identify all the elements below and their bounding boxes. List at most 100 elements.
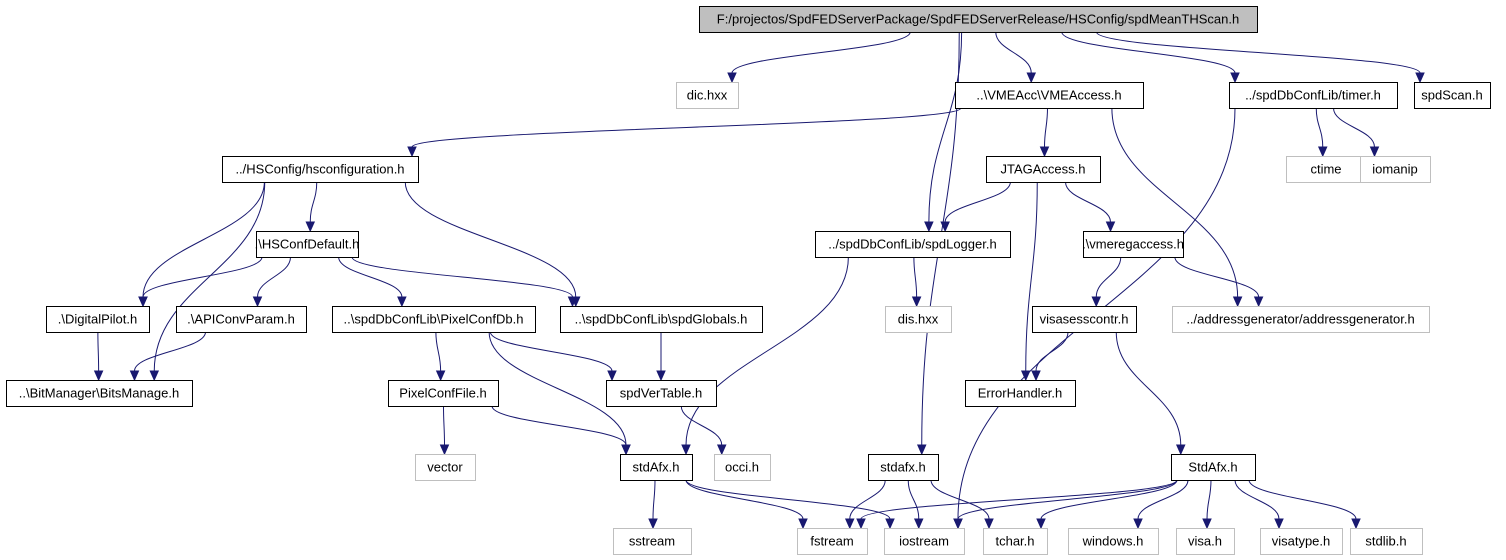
edge-arrowhead	[129, 370, 140, 382]
node-box	[983, 528, 1048, 555]
edge-arrowhead	[911, 296, 922, 308]
node-hsconfiguration-h[interactable]: ../HSConfig/hsconfiguration.h	[222, 156, 419, 183]
node-iomanip[interactable]: iomanip	[1360, 156, 1431, 183]
node-spdscan-h[interactable]: spdScan.h	[1414, 82, 1491, 109]
node-label: stdlib.h	[1365, 534, 1406, 549]
node-label: tchar.h	[995, 534, 1034, 549]
node-box	[1032, 306, 1137, 333]
edge-arrowhead	[844, 518, 855, 530]
edge-n27-n35	[1248, 479, 1357, 520]
edge-n0-n1	[731, 31, 911, 74]
edge-n5-n12	[142, 181, 265, 298]
node-sstream[interactable]: sstream	[613, 528, 692, 555]
edge-arrowhead	[621, 444, 631, 456]
node-vmeregaccess-h[interactable]: .\vmeregaccess.h	[1082, 231, 1184, 258]
node-jtagaccess-h[interactable]: JTAGAccess.h	[986, 156, 1101, 183]
node-vector[interactable]: vector	[415, 454, 476, 481]
node-box	[1171, 454, 1256, 481]
node-label: .\DigitalPilot.h	[58, 312, 137, 327]
node-label: ErrorHandler.h	[978, 386, 1063, 401]
node-fstream[interactable]: fstream	[797, 528, 868, 555]
node-occi-h[interactable]: occi.h	[714, 454, 771, 481]
node-stdafx-h[interactable]: StdAfx.h	[1171, 454, 1256, 481]
node-label: sstream	[629, 534, 675, 549]
node-spdvertable-h[interactable]: spdVerTable.h	[606, 380, 717, 407]
edge-arrowhead	[1175, 444, 1186, 456]
node-stdafx-h[interactable]: stdAfx.h	[620, 454, 693, 481]
edge-arrowhead	[1133, 518, 1143, 530]
node-dis-hxx[interactable]: dis.hxx	[885, 306, 952, 333]
edge-n6-n22	[1025, 181, 1038, 372]
node-apiconvparam-h[interactable]: .\APIConvParam.h	[176, 306, 307, 333]
node-stdlib-h[interactable]: stdlib.h	[1350, 528, 1423, 555]
node-box	[1350, 528, 1423, 555]
node-ctime[interactable]: ctime	[1286, 156, 1367, 183]
node-box	[714, 454, 771, 481]
edge-layer	[93, 31, 1425, 530]
edge-arrowhead	[940, 221, 950, 233]
node-visa-h[interactable]: visa.h	[1176, 528, 1235, 555]
node-visasesscontr-h[interactable]: visasesscontr.h	[1032, 306, 1137, 333]
node-label: PixelConfFile.h	[399, 386, 486, 401]
node-box	[797, 528, 868, 555]
edge-arrowhead	[1230, 72, 1240, 84]
node-tchar-h[interactable]: tchar.h	[983, 528, 1048, 555]
edge-n0-n2	[995, 31, 1032, 74]
node-spdglobals-h[interactable]: ..\spdDbConfLib\spdGlobals.h	[560, 306, 763, 333]
node-label: ..\spdDbConfLib\PixelConfDb.h	[344, 312, 524, 327]
edge-arrowhead	[1039, 146, 1050, 158]
edge-n6-n11	[1065, 181, 1111, 223]
node-box	[1068, 528, 1159, 555]
node-dic-hxx[interactable]: dic.hxx	[676, 82, 739, 109]
node-label: ..\BitManager\BitsManage.h	[19, 386, 179, 401]
edge-arrowhead	[1317, 146, 1328, 158]
node-windows-h[interactable]: windows.h	[1068, 528, 1159, 555]
edge-n20-n24	[491, 405, 627, 446]
edge-n17-n27	[1115, 331, 1182, 446]
node-label: windows.h	[1082, 534, 1144, 549]
node-box	[676, 82, 739, 109]
edge-n13-n19	[134, 331, 206, 372]
node-label: visatype.h	[1272, 534, 1331, 549]
node-box	[1176, 528, 1235, 555]
node-errorhandler-h[interactable]: ErrorHandler.h	[965, 380, 1076, 407]
edge-arrowhead	[149, 370, 160, 382]
node-pixelconffile-h[interactable]: PixelConfFile.h	[388, 380, 499, 407]
node-addressgenerator-h[interactable]: ../addressgenerator/addressgenerator.h	[1172, 306, 1430, 333]
node-box	[613, 528, 692, 555]
edge-n9-n15	[351, 256, 573, 298]
node-timer-h[interactable]: ../spdDbConfLib/timer.h	[1229, 82, 1398, 109]
edge-n27-n29	[860, 479, 1178, 520]
node-box	[560, 306, 763, 333]
node-box	[1414, 82, 1491, 109]
edge-n27-n30	[957, 479, 1178, 520]
edge-n24-n28	[652, 479, 656, 520]
node-hsconfdefault-h[interactable]: .\HSConfDefault.h	[255, 231, 360, 258]
edge-n0-n4	[1096, 31, 1421, 74]
node-label: visa.h	[1188, 534, 1222, 549]
edge-arrowhead	[305, 221, 316, 233]
node-label: spdVerTable.h	[620, 386, 702, 401]
edge-arrowhead	[1415, 72, 1425, 84]
node-box	[699, 6, 1258, 33]
edge-arrowhead	[681, 444, 691, 456]
node-stdafx-h[interactable]: stdafx.h	[868, 454, 939, 481]
node-box	[332, 306, 536, 333]
node-label: dis.hxx	[898, 312, 939, 327]
edge-n2-n6	[1044, 107, 1048, 148]
edge-arrowhead	[798, 518, 808, 530]
node-spdlogger-h[interactable]: ../spdDbConfLib/spdLogger.h	[815, 231, 1011, 258]
node-iostream[interactable]: iostream	[884, 528, 965, 555]
edge-n27-n31	[1040, 479, 1178, 520]
node-spdmeanthscan-h[interactable]: F:/projectos/SpdFEDServerPackage/SpdFEDS…	[699, 6, 1258, 33]
node-pixelconfdb-h[interactable]: ..\spdDbConfLib\PixelConfDb.h	[332, 306, 536, 333]
node-digitalpilot-h[interactable]: .\DigitalPilot.h	[46, 306, 150, 333]
node-visatype-h[interactable]: visatype.h	[1260, 528, 1343, 555]
node-box	[1260, 528, 1343, 555]
node-bitsmanage-h[interactable]: ..\BitManager\BitsManage.h	[6, 380, 193, 407]
edge-arrowhead	[913, 518, 924, 530]
edge-arrowhead	[1232, 296, 1243, 308]
node-box	[1083, 231, 1184, 258]
node-vmeaccess-h[interactable]: ..\VMEAcc\VMEAccess.h	[955, 82, 1144, 109]
edge-n27-n34	[1234, 479, 1280, 520]
